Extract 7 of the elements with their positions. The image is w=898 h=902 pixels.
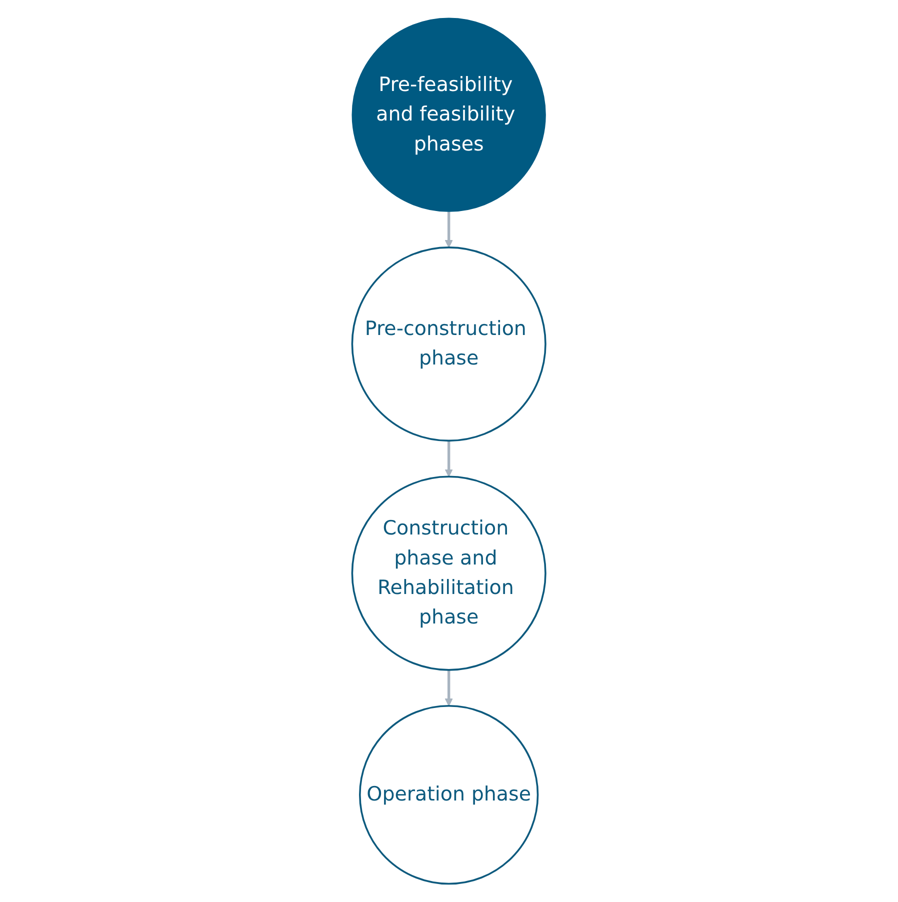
arrow xyxy=(445,211,453,248)
node-circle: Construction phase and Rehabilitation phase xyxy=(351,476,547,671)
node-circle: Operation phase xyxy=(359,705,539,885)
arrow xyxy=(445,440,453,478)
node-circle: Pre-feasibility and feasibility phases xyxy=(352,18,546,212)
node-circle: Pre-construction phase xyxy=(351,246,547,442)
arrow xyxy=(445,670,453,706)
